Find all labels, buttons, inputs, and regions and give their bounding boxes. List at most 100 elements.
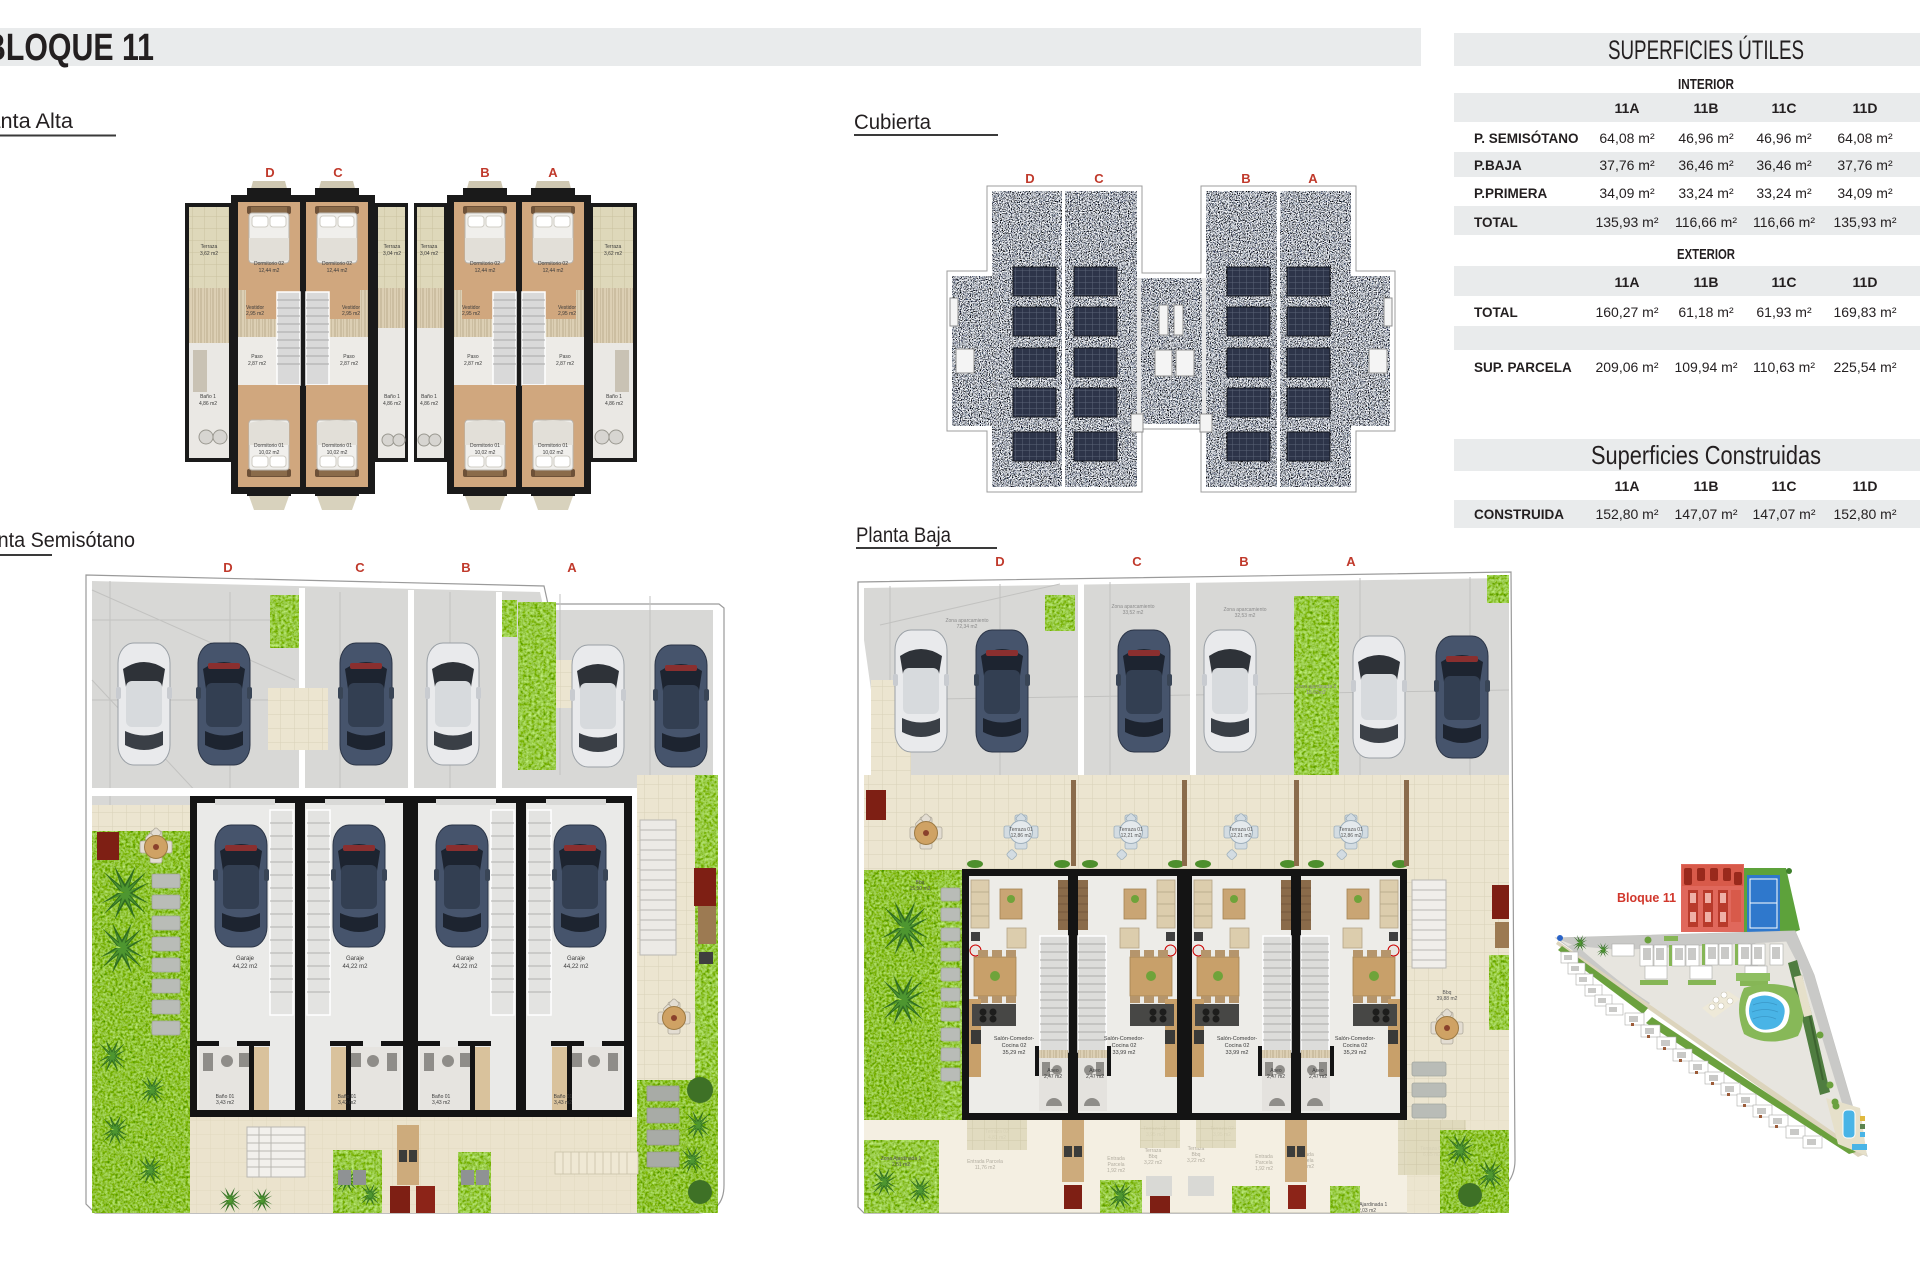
svg-text:46,96 m²: 46,96 m² — [1678, 130, 1734, 146]
svg-text:TOTAL: TOTAL — [1474, 215, 1518, 230]
svg-text:Garaje: Garaje — [236, 956, 255, 962]
svg-text:37,76 m²: 37,76 m² — [1837, 157, 1893, 173]
svg-text:12,44 m2: 12,44 m2 — [475, 268, 496, 274]
svg-text:Baño 01: Baño 01 — [338, 1094, 357, 1100]
svg-text:P. SEMISÓTANO: P. SEMISÓTANO — [1474, 131, 1579, 146]
svg-text:2,47 m2: 2,47 m2 — [1086, 1074, 1104, 1080]
svg-text:A: A — [548, 165, 558, 180]
svg-text:Vestidor: Vestidor — [558, 305, 576, 311]
svg-text:Dormitorio 02: Dormitorio 02 — [322, 261, 352, 267]
svg-text:147,07 m²: 147,07 m² — [1752, 506, 1815, 522]
svg-text:Planta Semisótano: Planta Semisótano — [0, 529, 135, 552]
svg-text:3,43 m2: 3,43 m2 — [432, 1100, 450, 1106]
svg-text:Baño 01: Baño 01 — [432, 1094, 451, 1100]
svg-text:2,87 m2: 2,87 m2 — [340, 361, 358, 367]
svg-text:Dormitorio 01: Dormitorio 01 — [254, 443, 284, 449]
svg-text:35,29 m2: 35,29 m2 — [1344, 1050, 1367, 1056]
svg-text:Terraza 01: Terraza 01 — [1009, 827, 1033, 833]
svg-text:2,47 m2: 2,47 m2 — [1309, 1074, 1327, 1080]
svg-text:116,66 m²: 116,66 m² — [1675, 214, 1737, 230]
svg-text:P.BAJA: P.BAJA — [1474, 158, 1522, 173]
svg-text:Aseo: Aseo — [1047, 1068, 1059, 1074]
svg-text:Baño 1: Baño 1 — [200, 394, 216, 400]
svg-text:Baño 1: Baño 1 — [384, 394, 400, 400]
svg-text:11A: 11A — [1615, 478, 1640, 494]
svg-text:TOTAL: TOTAL — [1474, 305, 1518, 320]
svg-text:11D: 11D — [1853, 274, 1878, 290]
svg-text:33,24 m²: 33,24 m² — [1678, 185, 1734, 201]
svg-text:Bbq: Bbq — [916, 880, 925, 886]
svg-text:147,07 m²: 147,07 m² — [1674, 506, 1737, 522]
svg-text:CONSTRUIDA: CONSTRUIDA — [1474, 507, 1564, 522]
svg-text:Garaje: Garaje — [346, 956, 365, 962]
svg-text:Vestidor: Vestidor — [462, 305, 480, 311]
svg-text:2,87 m2: 2,87 m2 — [248, 361, 266, 367]
svg-text:36,46 m²: 36,46 m² — [1756, 157, 1812, 173]
svg-text:Terraza: Terraza — [605, 244, 622, 250]
svg-text:11B: 11B — [1694, 100, 1719, 116]
svg-text:44,22 m2: 44,22 m2 — [452, 964, 478, 970]
svg-text:3,04 m2: 3,04 m2 — [420, 251, 438, 257]
svg-text:15,50 m2: 15,50 m2 — [910, 886, 931, 892]
svg-text:44,22 m2: 44,22 m2 — [563, 964, 589, 970]
svg-text:15,62m2: 15,62m2 — [1306, 690, 1326, 696]
svg-text:Zona Ajardinada 1: Zona Ajardinada 1 — [881, 1156, 922, 1162]
svg-text:C: C — [1094, 171, 1104, 186]
svg-text:35,29 m2: 35,29 m2 — [1003, 1050, 1026, 1056]
svg-text:Planta Baja: Planta Baja — [856, 524, 951, 547]
svg-text:12,44 m2: 12,44 m2 — [327, 268, 348, 274]
svg-text:116,66 m²: 116,66 m² — [1753, 214, 1815, 230]
svg-text:110,63 m²: 110,63 m² — [1753, 359, 1815, 375]
svg-text:135,93 m²: 135,93 m² — [1833, 214, 1896, 230]
svg-text:37,76 m²: 37,76 m² — [1599, 157, 1655, 173]
svg-text:3,43 m2: 3,43 m2 — [338, 1100, 356, 1106]
svg-text:4,86 m2: 4,86 m2 — [605, 401, 623, 407]
svg-text:12,44 m2: 12,44 m2 — [543, 268, 564, 274]
svg-text:Terraza: Terraza — [384, 244, 401, 250]
svg-text:11D: 11D — [1853, 478, 1878, 494]
svg-text:Baño 01: Baño 01 — [216, 1094, 235, 1100]
svg-text:2,95 m2: 2,95 m2 — [246, 311, 264, 317]
svg-text:D: D — [995, 554, 1004, 569]
svg-text:Cocina 02: Cocina 02 — [1112, 1043, 1137, 1049]
svg-text:2,95 m2: 2,95 m2 — [342, 311, 360, 317]
svg-text:64,08 m²: 64,08 m² — [1837, 130, 1893, 146]
svg-text:Paso: Paso — [343, 354, 355, 360]
svg-text:2,95 m2: 2,95 m2 — [462, 311, 480, 317]
svg-text:Dormitorio 02: Dormitorio 02 — [254, 261, 284, 267]
svg-text:Paso: Paso — [467, 354, 479, 360]
svg-text:34,09 m²: 34,09 m² — [1837, 185, 1893, 201]
svg-text:32,53 m2: 32,53 m2 — [1235, 613, 1256, 619]
svg-text:D: D — [265, 165, 274, 180]
svg-text:64,08 m²: 64,08 m² — [1599, 130, 1655, 146]
svg-text:Zona aparcamiento: Zona aparcamiento — [945, 618, 988, 624]
svg-text:B: B — [1239, 554, 1248, 569]
svg-text:Aseo: Aseo — [1270, 1068, 1282, 1074]
svg-text:Dormitorio 01: Dormitorio 01 — [470, 443, 500, 449]
svg-text:10,02 m2: 10,02 m2 — [327, 450, 348, 456]
svg-text:Cubierta: Cubierta — [854, 111, 931, 134]
svg-text:B: B — [480, 165, 489, 180]
svg-text:A: A — [1346, 554, 1356, 569]
svg-text:Zona Ajardinada 1: Zona Ajardinada 1 — [1347, 1202, 1388, 1208]
svg-text:11A: 11A — [1615, 100, 1640, 116]
svg-text:2,95 m2: 2,95 m2 — [558, 311, 576, 317]
svg-text:61,18 m²: 61,18 m² — [1678, 304, 1734, 320]
svg-text:3,62 m2: 3,62 m2 — [604, 251, 622, 257]
svg-text:3,62 m2: 3,62 m2 — [200, 251, 218, 257]
svg-text:11B: 11B — [1694, 274, 1719, 290]
svg-text:C: C — [355, 560, 365, 575]
svg-text:44,22 m2: 44,22 m2 — [232, 964, 258, 970]
svg-text:11B: 11B — [1694, 478, 1719, 494]
svg-text:Terraza: Terraza — [201, 244, 218, 250]
svg-text:INTERIOR: INTERIOR — [1678, 76, 1734, 93]
svg-text:Zona aparcamiento: Zona aparcamiento — [1223, 607, 1266, 613]
svg-text:12,21 m2: 12,21 m2 — [1231, 833, 1252, 839]
svg-text:152,80 m²: 152,80 m² — [1833, 506, 1896, 522]
svg-text:11D: 11D — [1853, 100, 1878, 116]
svg-text:Garaje: Garaje — [567, 956, 586, 962]
svg-text:Paso: Paso — [559, 354, 571, 360]
svg-text:2,87 m2: 2,87 m2 — [464, 361, 482, 367]
svg-text:10,02 m2: 10,02 m2 — [475, 450, 496, 456]
svg-text:39,88 m2: 39,88 m2 — [1437, 996, 1458, 1002]
